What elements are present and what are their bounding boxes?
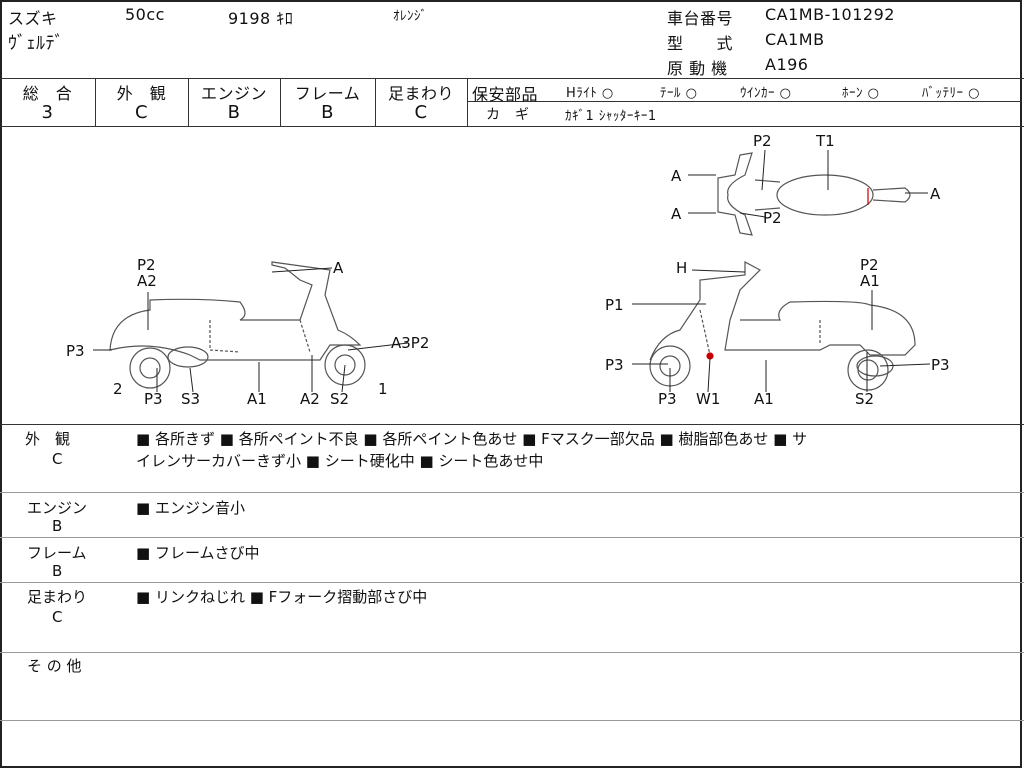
rating-engine-value: B	[227, 102, 241, 123]
divider	[0, 652, 1024, 653]
damage-label: A2	[137, 272, 157, 290]
damage-label: S2	[330, 390, 350, 408]
safety-tail: ﾃｰﾙ ○	[660, 86, 698, 101]
engine-model: A196	[765, 55, 809, 74]
divider	[0, 537, 1024, 538]
damage-label: P2	[753, 132, 772, 150]
comment-other-label: そ の 他	[27, 657, 82, 675]
damage-label: A3P2	[391, 334, 430, 352]
damage-label: P3	[605, 356, 624, 374]
comment-frame-label: フレーム	[27, 544, 87, 562]
comment-exterior-label: 外 観	[25, 430, 71, 448]
damage-label: A	[333, 259, 344, 277]
damage-label: P3	[658, 390, 677, 408]
divider	[280, 78, 281, 126]
rating-suspension-label: 足まわり	[387, 84, 454, 103]
comment-exterior-text: ■ 各所きず ■ 各所ペイント不良 ■ 各所ペイント色あせ ■ Fマスク一部欠品…	[136, 430, 808, 448]
damage-label: A1	[860, 272, 880, 290]
comment-exterior-text-2: イレンサーカバーきず小 ■ シート硬化中 ■ シート色あせ中	[136, 452, 544, 470]
divider	[0, 720, 1024, 721]
frame-no: CA1MB-101292	[765, 5, 895, 24]
mileage: 9198 ｷﾛ	[228, 9, 294, 28]
damage-label: A1	[247, 390, 267, 408]
comment-engine-label: エンジン	[27, 499, 88, 517]
damage-label: S3	[181, 390, 201, 408]
comment-suspension-label: 足まわり	[27, 588, 88, 606]
wheel-label: 1	[378, 380, 388, 398]
comment-suspension-grade: C	[52, 608, 63, 626]
damage-label: P3	[66, 342, 85, 360]
maker: スズキ	[8, 9, 58, 28]
divider	[375, 78, 376, 126]
safety-label: 保安部品	[472, 85, 539, 104]
rating-exterior-label: 外 観	[116, 84, 167, 103]
rating-overall-label: 総 合	[22, 84, 73, 103]
damage-label: W1	[696, 390, 721, 408]
damage-label: H	[676, 259, 688, 277]
damage-label: P1	[605, 296, 624, 314]
rating-suspension-value: C	[414, 102, 428, 123]
damage-label: P2	[860, 256, 879, 274]
divider	[0, 492, 1024, 493]
comment-exterior-grade: C	[52, 450, 63, 468]
frame-no-label: 車台番号	[667, 9, 734, 28]
rating-overall-value: 3	[41, 102, 54, 123]
type: CA1MB	[765, 30, 825, 49]
key-label: カ ギ	[486, 107, 530, 123]
color: ｵﾚﾝｼﾞ	[393, 9, 428, 24]
damage-label: P3	[144, 390, 163, 408]
divider	[188, 78, 189, 126]
safety-battery: ﾊﾞｯﾃﾘｰ ○	[922, 86, 980, 101]
wheel-label: 2	[113, 380, 123, 398]
divider	[0, 78, 1024, 79]
engine-label: 原 動 機	[667, 59, 728, 78]
comment-frame-grade: B	[52, 562, 63, 580]
comment-frame-text: ■ フレームさび中	[136, 544, 260, 562]
rating-exterior-value: C	[134, 102, 149, 123]
comment-suspension-text: ■ リンクねじれ ■ Fフォーク摺動部さび中	[136, 588, 428, 606]
damage-label: A	[671, 205, 682, 223]
damage-label: S2	[855, 390, 875, 408]
scooter-left-view	[109, 261, 366, 389]
damage-label: A1	[754, 390, 774, 408]
scooter-top-view	[717, 152, 911, 236]
damage-label: P2	[137, 256, 156, 274]
divider	[0, 582, 1024, 583]
model-name: ｳﾞｪﾙﾃﾞ	[8, 33, 64, 54]
safety-winker: ｳｲﾝｶｰ ○	[740, 86, 792, 101]
key-value: ｶｷﾞ1 ｼｬｯﾀｰｷｰ1	[565, 109, 657, 124]
rating-frame-value: B	[321, 102, 334, 123]
divider	[0, 126, 1024, 127]
damage-label: A2	[300, 390, 320, 408]
rating-frame-label: フレーム	[294, 84, 361, 103]
divider	[467, 78, 468, 126]
divider	[95, 78, 96, 126]
damage-label: A	[930, 185, 941, 203]
comment-engine-grade: B	[52, 517, 63, 535]
type-label: 型 式	[667, 34, 734, 53]
safety-horn: ﾎｰﾝ ○	[842, 86, 880, 101]
damage-label: P2	[763, 209, 782, 227]
damage-label: T1	[816, 132, 835, 150]
displacement: 50cc	[125, 5, 165, 24]
divider	[0, 424, 1024, 425]
damage-label: A	[671, 167, 682, 185]
divider	[467, 101, 1022, 102]
damage-label: P3	[931, 356, 950, 374]
comment-engine-text: ■ エンジン音小	[136, 499, 245, 517]
rating-engine-label: エンジン	[200, 84, 267, 103]
safety-headlight: Hﾗｲﾄ ○	[566, 86, 614, 101]
